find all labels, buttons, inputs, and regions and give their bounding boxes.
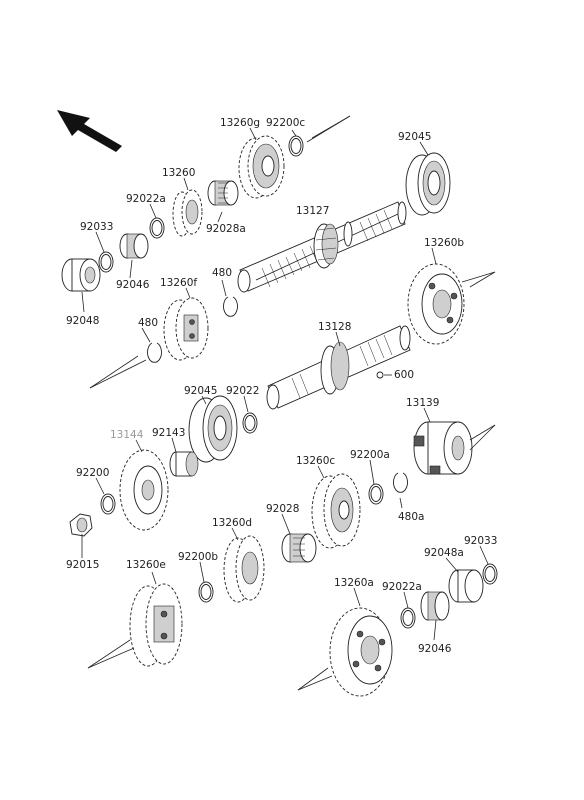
washer-92022a-bottom (400, 607, 416, 629)
label-480-left: 480 (138, 317, 158, 329)
label-92015: 92015 (66, 559, 99, 571)
circlip-480a (393, 472, 408, 493)
label-13139: 13139 (406, 397, 439, 409)
label-92143: 92143 (152, 427, 185, 439)
output-shaft-13127 (237, 201, 407, 293)
washer-92022 (242, 412, 258, 434)
collar-92048 (61, 258, 101, 292)
leader-lines-lower (87, 424, 496, 691)
hub-13139 (413, 421, 473, 475)
gear-13260d (223, 535, 265, 603)
label-13127: 13127 (296, 205, 329, 217)
label-92200c: 92200c (266, 117, 305, 129)
label-92048: 92048 (66, 315, 99, 327)
label-92028: 92028 (266, 503, 299, 515)
circlip-480-left (147, 342, 162, 363)
label-13260d: 13260d (212, 517, 252, 529)
needle-bearing-92028a (207, 180, 239, 206)
label-92022a-bottom: 92022a (382, 581, 422, 593)
washer-92200c (288, 135, 304, 157)
collar-92048a (448, 569, 484, 603)
label-92046-bottom: 92046 (418, 643, 452, 655)
part-number-labels: 13260g 92200c 92045 13260 92022a 92028a … (66, 117, 497, 655)
label-480a: 480a (398, 511, 424, 523)
gear-13260c (311, 473, 361, 549)
label-92048a: 92048a (424, 547, 464, 559)
washer-92200a (368, 483, 384, 505)
label-480-top: 480 (212, 267, 232, 279)
gear-13260f (163, 297, 209, 361)
label-92022a-top: 92022a (126, 193, 166, 205)
washer-92022a-top (149, 217, 165, 239)
label-92200a: 92200a (350, 449, 390, 461)
label-13260a: 13260a (334, 577, 374, 589)
collar-92143 (169, 451, 199, 477)
label-13260g: 13260g (220, 117, 260, 129)
label-pointer-lines (81, 127, 489, 641)
gear-13260 (172, 189, 203, 237)
leader-lines-upper (89, 115, 496, 389)
gear-13260b (407, 263, 465, 345)
gear-13260g (238, 135, 285, 199)
front-direction-arrow-icon (57, 110, 122, 152)
needle-bearing-92028 (281, 533, 317, 563)
ball-600 (376, 371, 384, 379)
label-13128: 13128 (318, 321, 351, 333)
input-shaft-13128 (266, 325, 411, 410)
label-13260e: 13260e (126, 559, 166, 571)
label-13260b: 13260b (424, 237, 464, 249)
bearing-92045-top (405, 152, 451, 216)
needle-bearing-92046-top (119, 233, 149, 259)
label-92022: 92022 (226, 385, 259, 397)
needle-bearing-92046-bottom (420, 591, 450, 621)
label-92033-bottom: 92033 (464, 535, 497, 547)
washer-92200 (100, 493, 116, 515)
label-92200: 92200 (76, 467, 109, 479)
label-13260: 13260 (162, 167, 195, 179)
label-13260f: 13260f (160, 277, 197, 289)
label-92045-mid: 92045 (184, 385, 217, 397)
label-92200b: 92200b (178, 551, 218, 563)
nut-92015 (69, 513, 93, 537)
label-92033-top: 92033 (80, 221, 113, 233)
label-92028a: 92028a (206, 223, 246, 235)
gear-13260a (329, 607, 393, 697)
label-600: 600 (394, 369, 414, 381)
gear-13260e (129, 583, 183, 667)
circlip-480-top (223, 296, 238, 317)
circlip-92033-bottom (482, 563, 498, 585)
label-92046-top: 92046 (116, 279, 150, 291)
label-13144: 13144 (110, 429, 144, 441)
label-92045-top: 92045 (398, 131, 431, 143)
circlip-92033-top (98, 251, 114, 273)
bearing-92045-mid (188, 395, 238, 463)
label-13260c: 13260c (296, 455, 335, 467)
washer-92200b (198, 581, 214, 603)
sprocket-13144 (119, 449, 169, 531)
